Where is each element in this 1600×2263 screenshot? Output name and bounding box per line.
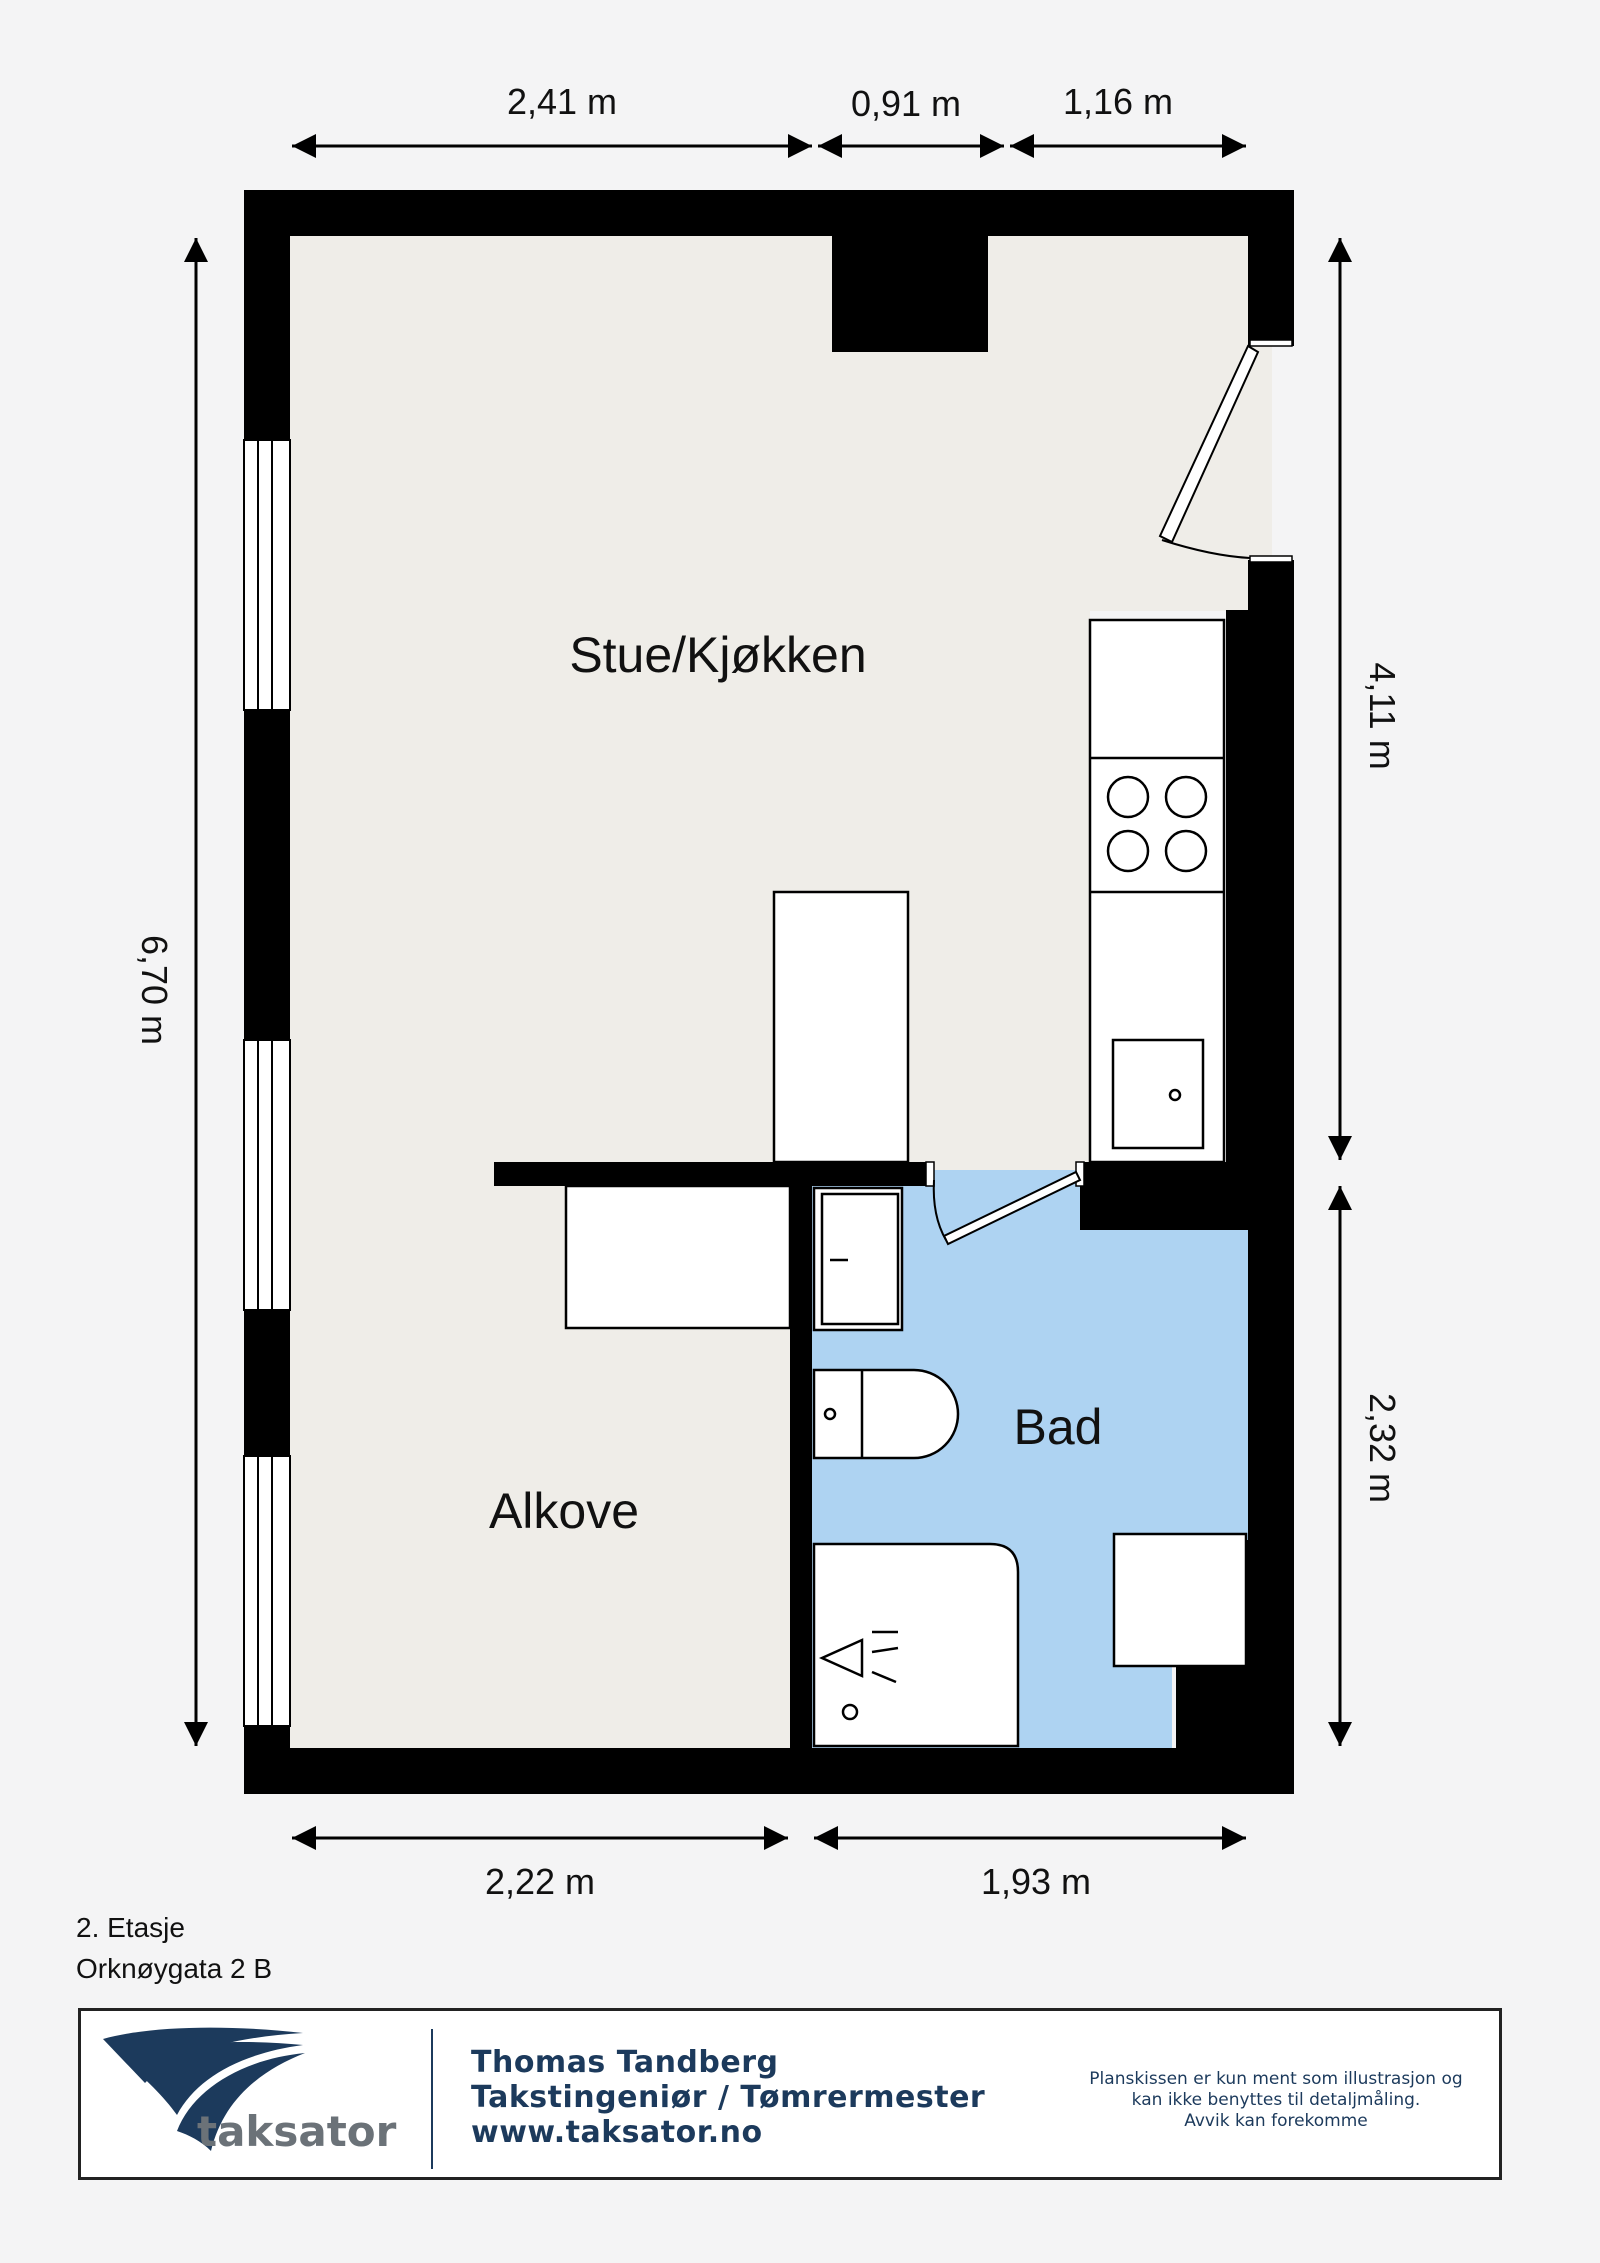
alcove-cabinet	[564, 1184, 792, 1330]
room-label-bathroom: Bad	[1014, 1399, 1103, 1455]
dim-bottom-right: 1,93 m	[981, 1861, 1091, 1902]
disclaimer-text: Planskissen er kun ment som illustrasjon…	[1066, 2069, 1486, 2132]
window-middle	[243, 1039, 291, 1311]
kitchen-island	[772, 890, 910, 1164]
floor-caption: 2. Etasje	[76, 1912, 185, 1943]
dim-top-middle: 0,91 m	[851, 83, 961, 124]
dimension-lines	[184, 134, 1352, 1850]
dim-left-total: 6,70 m	[134, 935, 175, 1045]
disclaimer-line-2: kan ikke benyttes til detaljmåling.	[1131, 2090, 1421, 2110]
disclaimer-line-3: Avvik kan forekomme	[1184, 2111, 1368, 2131]
logo-wordmark: taksator	[197, 2107, 397, 2156]
footer-divider	[431, 2029, 433, 2169]
window-upper	[243, 439, 291, 711]
company-info: Thomas Tandberg Takstingeniør / Tømrerme…	[471, 2045, 985, 2150]
toilet-icon	[812, 1368, 960, 1460]
dim-right-upper: 4,11 m	[1362, 662, 1403, 769]
company-website[interactable]: www.taksator.no	[471, 2115, 763, 2150]
shower-icon	[812, 1542, 1020, 1748]
kitchen-sink-icon	[1111, 1038, 1205, 1150]
dim-top-right: 1,16 m	[1063, 81, 1173, 122]
entrance-door	[1158, 339, 1293, 563]
bathroom-door	[925, 1161, 1085, 1246]
logo-swoosh-icon	[103, 2027, 305, 2151]
taksator-logo: taksator	[103, 2027, 397, 2156]
company-footer: taksator Thomas Tandberg Takstingeniør /…	[78, 2008, 1502, 2180]
dim-right-lower: 2,32 m	[1362, 1393, 1403, 1503]
dim-bottom-left: 2,22 m	[485, 1861, 595, 1902]
room-label-living-kitchen: Stue/Kjøkken	[569, 627, 866, 683]
company-title: Takstingeniør / Tømrermester	[471, 2080, 986, 2115]
disclaimer-line-1: Planskissen er kun ment som illustrasjon…	[1089, 2069, 1463, 2089]
entrance-landing	[1248, 346, 1272, 560]
room-label-alcove: Alkove	[489, 1483, 639, 1539]
floor-plan: 2,41 m 0,91 m 1,16 m 6,70 m 4,11 m 2,32 …	[134, 81, 1403, 1902]
washbasin-icon	[812, 1186, 904, 1332]
living-kitchen-floor	[290, 236, 1248, 1752]
company-name: Thomas Tandberg	[471, 2045, 779, 2080]
window-lower	[243, 1455, 291, 1727]
dim-top-left: 2,41 m	[507, 81, 617, 122]
address-caption: Orknøygata 2 B	[76, 1953, 273, 1984]
washing-machine-icon	[1112, 1532, 1248, 1668]
stove-icon	[1106, 775, 1208, 873]
